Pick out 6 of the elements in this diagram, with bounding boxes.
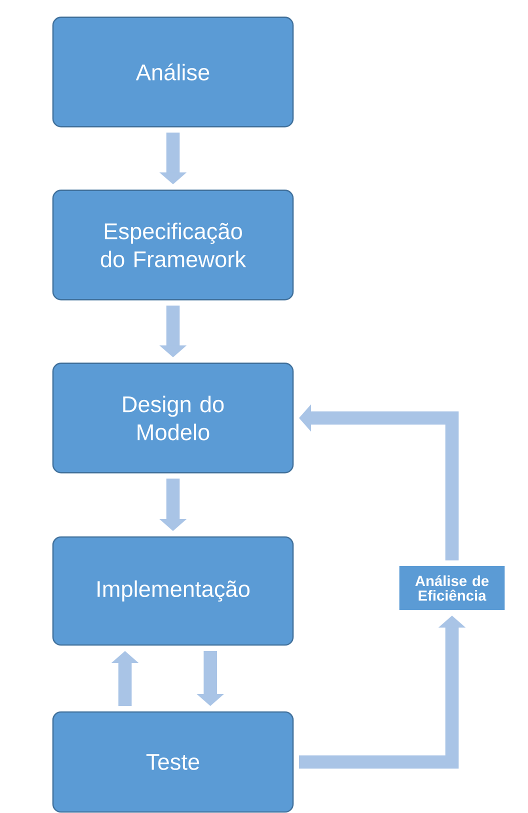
process-box: Design do Modelo [52, 362, 294, 474]
process-box: Especificação do Framework [52, 190, 294, 300]
process-box: Análise de Eficiência [399, 566, 505, 610]
process-box: Análise [52, 16, 294, 128]
process-box: Implementação [52, 536, 294, 646]
process-box: Teste [52, 711, 294, 813]
